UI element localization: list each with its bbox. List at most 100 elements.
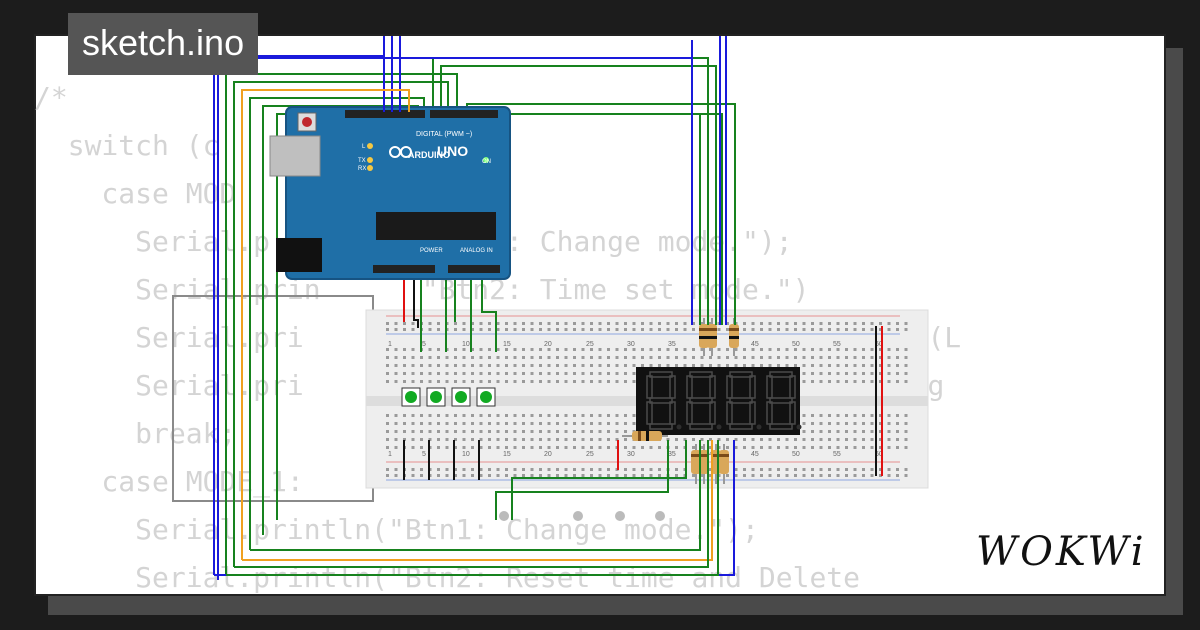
breadboard-hole xyxy=(819,348,823,351)
breadboard-hole xyxy=(547,328,551,331)
breadboard-hole xyxy=(556,438,559,441)
breadboard-hole xyxy=(675,356,678,359)
breadboard-hole xyxy=(522,422,525,425)
push-button[interactable] xyxy=(401,387,421,407)
breadboard-hole xyxy=(556,356,559,359)
breadboard-hole xyxy=(530,348,534,351)
breadboard-hole xyxy=(505,438,508,441)
breadboard-hole xyxy=(870,372,874,375)
breadboard-hole xyxy=(726,474,729,477)
display-segment xyxy=(769,397,793,404)
breadboard-hole xyxy=(428,438,432,441)
breadboard-hole xyxy=(768,322,772,325)
breadboard-hole xyxy=(785,446,789,449)
breadboard-hole xyxy=(904,446,908,449)
breadboard-hole xyxy=(386,468,389,471)
sketch-title[interactable]: sketch.ino xyxy=(68,13,259,75)
breadboard-hole xyxy=(513,380,517,383)
breadboard-hole xyxy=(488,446,491,449)
breadboard-hole xyxy=(530,414,534,417)
breadboard-hole xyxy=(768,356,772,359)
breadboard-hole xyxy=(615,430,619,433)
breadboard-hole xyxy=(564,380,568,383)
breadboard-hole xyxy=(513,430,517,433)
breadboard-hole xyxy=(887,438,891,441)
breadboard-hole xyxy=(904,356,908,359)
breadboard-hole xyxy=(556,422,559,425)
breadboard-hole xyxy=(760,348,763,351)
breadboard-hole xyxy=(794,322,797,325)
breadboard-hole xyxy=(683,356,687,359)
green-wires xyxy=(225,57,736,575)
breadboard-hole xyxy=(811,438,814,441)
breadboard-hole xyxy=(870,446,874,449)
breadboard-hole xyxy=(828,322,831,325)
breadboard-hole xyxy=(845,422,848,425)
breadboard-hole xyxy=(513,468,517,471)
breadboard-hole xyxy=(862,446,865,449)
push-button[interactable] xyxy=(426,387,446,407)
breadboard-hole xyxy=(598,430,602,433)
breadboard-hole xyxy=(904,364,908,367)
push-button[interactable] xyxy=(476,387,496,407)
breadboard-hole xyxy=(420,422,423,425)
breadboard-hole xyxy=(428,348,432,351)
breadboard-hole xyxy=(581,422,585,425)
breadboard-hole xyxy=(896,322,899,325)
breadboard-hole xyxy=(649,348,653,351)
breadboard-hole xyxy=(454,348,457,351)
breadboard-hole xyxy=(649,364,653,367)
breadboard-hole xyxy=(768,438,772,441)
breadboard-hole xyxy=(479,348,483,351)
breadboard-hole xyxy=(870,422,874,425)
display-segment xyxy=(729,371,753,378)
breadboard-hole xyxy=(862,372,865,375)
breadboard-hole xyxy=(547,446,551,449)
breadboard-hole xyxy=(513,446,517,449)
breadboard-hole xyxy=(437,372,440,375)
breadboard-hole xyxy=(573,474,576,477)
breadboard-column-label: 55 xyxy=(833,341,841,348)
breadboard-hole xyxy=(556,348,559,351)
breadboard-hole xyxy=(726,328,729,331)
breadboard-hole xyxy=(420,364,423,367)
breadboard-hole xyxy=(471,474,474,477)
display-decimal-point xyxy=(716,424,722,430)
breadboard-hole xyxy=(785,348,789,351)
push-button[interactable] xyxy=(451,387,471,407)
breadboard-hole xyxy=(437,438,440,441)
breadboard-hole xyxy=(607,356,610,359)
breadboard-hole xyxy=(607,430,610,433)
breadboard-hole xyxy=(394,446,398,449)
breadboard-hole xyxy=(743,348,746,351)
breadboard-hole xyxy=(683,322,687,325)
breadboard-hole xyxy=(726,364,729,367)
breadboard-hole xyxy=(454,356,457,359)
breadboard-hole xyxy=(581,328,585,331)
breadboard-hole xyxy=(513,348,517,351)
breadboard-hole xyxy=(862,364,865,367)
breadboard-hole xyxy=(564,364,568,367)
breadboard-hole xyxy=(802,438,806,441)
breadboard-hole xyxy=(505,422,508,425)
breadboard-hole xyxy=(411,372,415,375)
breadboard-hole xyxy=(428,414,432,417)
breadboard-hole xyxy=(530,372,534,375)
breadboard-hole xyxy=(556,328,559,331)
breadboard-hole xyxy=(760,356,763,359)
breadboard-hole xyxy=(394,328,398,331)
display-segment xyxy=(689,397,713,404)
breadboard-hole xyxy=(870,438,874,441)
breadboard-hole xyxy=(811,348,814,351)
breadboard-hole xyxy=(505,348,508,351)
breadboard-hole xyxy=(403,322,406,325)
breadboard-hole xyxy=(751,438,755,441)
breadboard-hole xyxy=(547,474,551,477)
breadboard-hole xyxy=(700,322,704,325)
breadboard-hole xyxy=(879,474,882,477)
breadboard-hole xyxy=(564,414,568,417)
arduino-uno[interactable]: ARDUINO UNO DIGITAL (PWM ~) POWER ANALOG… xyxy=(269,106,511,280)
breadboard-hole xyxy=(598,446,602,449)
breadboard-hole xyxy=(403,348,406,351)
breadboard-hole xyxy=(717,438,721,441)
